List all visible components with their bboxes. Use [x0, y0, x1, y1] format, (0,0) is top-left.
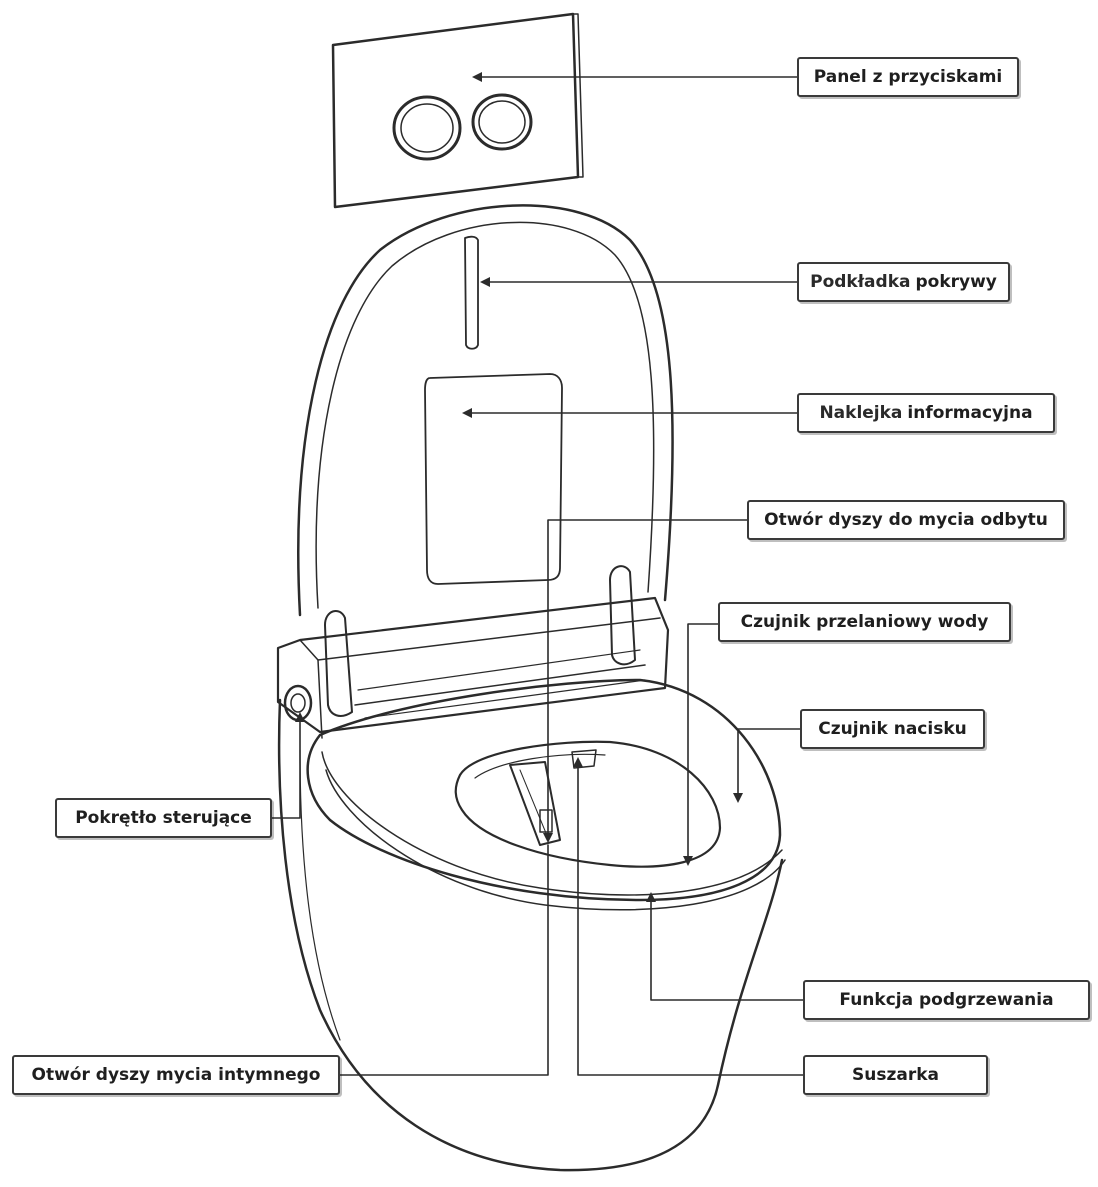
- callout-info-sticker-text-a: Naklejka: [819, 403, 903, 423]
- callout-dryer-text: Suszarka: [852, 1065, 939, 1085]
- bowl-drawing: [277, 698, 784, 1172]
- callout-intimate-nozzle-text: Otwór dyszy mycia intymnego: [31, 1065, 321, 1085]
- callout-lid-cushion-text-b: pokrywy: [915, 272, 997, 292]
- lid-drawing: [297, 204, 674, 617]
- callout-anal-nozzle: Otwór dyszy do mycia odbytu: [747, 500, 1065, 540]
- leader-dryer: [577, 764, 804, 1076]
- callout-control-knob-text: Pokrętło sterujące: [75, 808, 252, 828]
- callout-heating-function-text: Funkcja podgrzewania: [839, 990, 1054, 1010]
- callout-overflow-sensor: Czujnik przelaniowy wody: [718, 602, 1011, 642]
- callout-lid-cushion-text-a: Podkładka: [810, 272, 911, 292]
- leader-arrowheads: [295, 72, 743, 902]
- leader-overflow-sensor: [687, 623, 719, 859]
- callout-button-panel: Panel z przyciskami: [797, 57, 1019, 97]
- leader-lines: [271, 76, 804, 1076]
- callout-overflow-sensor-text: Czujnik przelaniowy wody: [740, 612, 989, 632]
- callout-button-panel-text: Panel z przyciskami: [813, 67, 1003, 87]
- seat-drawing: [306, 678, 786, 911]
- callout-intimate-nozzle: Otwór dyszy mycia intymnego: [12, 1055, 340, 1095]
- callout-info-sticker: Naklejka informacyjna: [797, 393, 1055, 433]
- leader-heating: [650, 897, 804, 1001]
- leader-intimate-nozzle: [339, 844, 549, 1076]
- callout-anal-nozzle-text: Otwór dyszy do mycia odbytu: [764, 510, 1048, 530]
- callout-dryer: Suszarka: [803, 1055, 988, 1095]
- leader-control-knob: [271, 721, 301, 819]
- nozzle-drawing: [509, 749, 597, 846]
- button-panel-drawing: [331, 12, 584, 209]
- callout-lid-cushion: Podkładka pokrywy: [797, 262, 1010, 302]
- leader-anal-nozzle: [547, 519, 748, 836]
- callout-info-sticker-text-b: informacyjna: [907, 403, 1033, 423]
- callout-pressure-sensor: Czujnik nacisku: [800, 709, 985, 749]
- callout-control-knob: Pokrętło sterujące: [55, 798, 272, 838]
- callout-pressure-sensor-text: Czujnik nacisku: [818, 719, 967, 739]
- callout-heating-function: Funkcja podgrzewania: [803, 980, 1090, 1020]
- hinge-drawing: [276, 565, 670, 739]
- leader-pressure-sensor: [737, 728, 801, 796]
